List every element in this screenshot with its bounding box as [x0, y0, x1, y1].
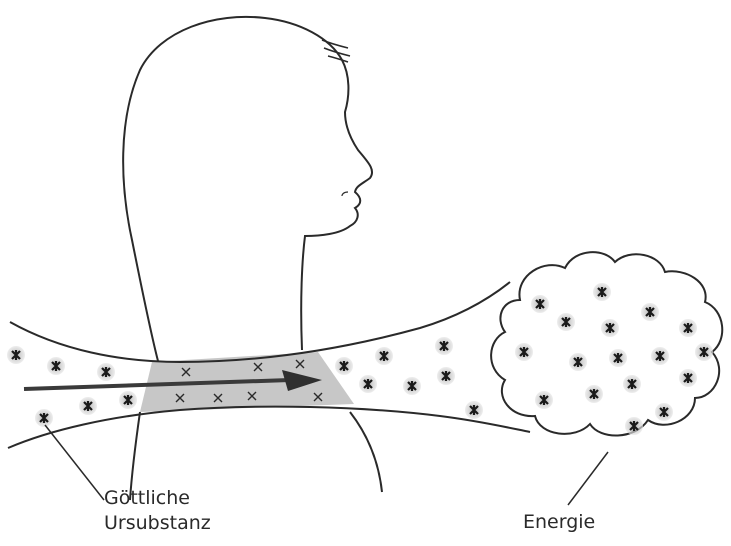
particle	[679, 369, 697, 387]
head-outline	[123, 17, 372, 361]
particle	[35, 409, 53, 427]
particle	[119, 391, 137, 409]
particle	[531, 295, 549, 313]
particle	[97, 363, 115, 381]
particle	[375, 347, 393, 365]
particle	[359, 375, 377, 393]
particle	[465, 401, 483, 419]
energy-particles	[7, 283, 713, 435]
particle	[641, 303, 659, 321]
particle	[695, 343, 713, 361]
mouth-detail	[342, 192, 348, 196]
particle	[535, 391, 553, 409]
particle	[7, 346, 25, 364]
particle	[335, 357, 353, 375]
particle	[609, 349, 627, 367]
particle	[655, 403, 673, 421]
label-divine-substance-line1: Göttliche	[104, 487, 190, 509]
label-divine-substance-line2: Ursubstanz	[104, 512, 211, 534]
leader-line-divine-substance	[45, 425, 104, 500]
particle	[47, 357, 65, 375]
particle	[437, 367, 455, 385]
channel-upper-edge	[10, 282, 510, 362]
particle	[435, 337, 453, 355]
particle	[593, 283, 611, 301]
label-energy: Energie	[523, 511, 595, 533]
particle	[679, 319, 697, 337]
particle	[557, 313, 575, 331]
particle	[515, 343, 533, 361]
particle	[651, 347, 669, 365]
particle	[569, 353, 587, 371]
particle	[585, 385, 603, 403]
leader-line-energy	[568, 452, 608, 505]
particle	[601, 319, 619, 337]
particle	[403, 377, 421, 395]
particle	[623, 375, 641, 393]
particle	[79, 397, 97, 415]
particle	[625, 417, 643, 435]
